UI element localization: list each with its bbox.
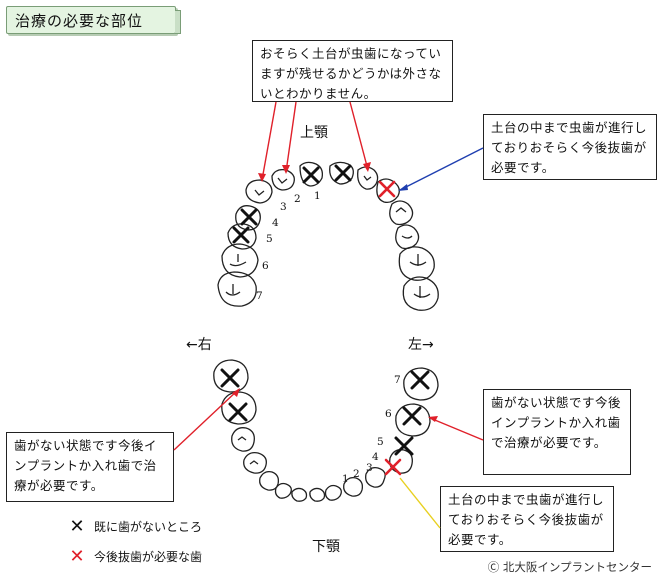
lower-tooth-l4 (365, 466, 386, 488)
upper-tooth-r7 (217, 271, 257, 307)
missing-mark-lower-r6 (228, 402, 248, 422)
extract-marks (378, 180, 402, 476)
upper-tooth-number-2: 2 (294, 193, 301, 205)
upper-tooth-number-5: 5 (266, 233, 273, 245)
left-side-label: 左→ (408, 337, 434, 353)
leader-upper-extract (399, 147, 484, 191)
leader-lower-left-missing (429, 417, 484, 441)
leader-lower-extract (399, 477, 441, 529)
upper-tooth-l5 (395, 224, 420, 250)
leader-arrowheads (232, 162, 438, 422)
note-post-caries-text: おそらく土台が虫歯になっていますが残せるかどうかは外さないとわかりません。 (260, 46, 442, 101)
arrowhead-r3 (258, 173, 266, 182)
upper-tooth-number-3: 3 (280, 201, 287, 213)
note-post-caries: おそらく土台が虫歯になっていますが残せるかどうかは外さないとわかりません。 (252, 40, 453, 102)
lower-tooth-r6 (221, 391, 257, 425)
missing-mark-upper-r5 (232, 226, 250, 244)
legend-extract: ✕ 今後抜歯が必要な歯 (68, 546, 202, 567)
missing-mark-lower-r7 (220, 368, 240, 388)
upper-teeth (217, 161, 439, 311)
note-lower-left-missing-text: 歯がない状態です今後インプラントか入れ歯で治療が必要です。 (491, 395, 622, 450)
arrowhead-upper-extract (398, 184, 408, 191)
missing-mark-lower-l6 (402, 406, 422, 426)
legend-missing-text: 既に歯がないところ (94, 520, 203, 534)
missing-mark-lower-l5 (394, 436, 414, 456)
leader-top-to-r3 (261, 101, 277, 181)
upper-tooth-l1 (329, 161, 354, 185)
lower-tooth-r1 (291, 487, 308, 502)
arrowhead-r2 (282, 165, 290, 174)
lower-tooth-l3 (343, 476, 364, 497)
lower-tooth-number-6: 6 (385, 408, 392, 420)
lower-jaw-label: 下顎 (312, 539, 340, 555)
lower-tooth-r3 (259, 470, 280, 491)
upper-tooth-number-1: 1 (314, 190, 321, 202)
upper-tooth-number-6: 6 (262, 260, 269, 272)
lower-tooth-l5 (389, 449, 413, 474)
upper-tooth-number-7: 7 (256, 290, 263, 302)
note-lower-right-missing: 歯がない状態です今後インプラントか入れ歯で治療が必要です。 (6, 432, 174, 502)
lower-tooth-number-4: 4 (372, 451, 379, 463)
missing-marks (220, 164, 430, 456)
arrowhead-lower-left-missing (428, 416, 438, 422)
lower-tooth-l7 (403, 367, 439, 401)
upper-tooth-l3 (376, 178, 400, 204)
legend-missing-icon: ✕ (69, 516, 85, 537)
upper-tooth-r1 (299, 161, 324, 187)
lower-tooth-r7 (213, 359, 249, 393)
upper-tooth-r2 (271, 168, 295, 191)
lower-tooth-l6 (395, 403, 431, 437)
leader-top-to-l2 (349, 101, 369, 171)
note-lower-left-extraction: 土台の中まで虫歯が進行しておりおそらく今後抜歯が必要です。 (440, 486, 614, 552)
lower-tooth-number-7: 7 (394, 374, 401, 386)
right-side-label: ←右 (186, 337, 212, 353)
legend-missing: ✕ 既に歯がないところ (68, 516, 202, 537)
missing-mark-upper-r1 (302, 166, 320, 184)
lower-tooth-l1 (309, 487, 326, 502)
extract-mark-lower-l4 (384, 458, 402, 476)
lower-tooth-number-5: 5 (377, 436, 384, 448)
page-title-text: 治療の必要な部位 (15, 11, 144, 30)
note-upper-left-extraction: 土台の中まで虫歯が進行しておりおそらく今後抜歯が必要です。 (483, 114, 657, 180)
upper-jaw-label: 上顎 (300, 125, 328, 141)
lower-tooth-number-2: 2 (353, 468, 360, 480)
lower-tooth-r2 (274, 482, 292, 499)
leader-lines (173, 101, 484, 529)
missing-mark-upper-l1 (334, 164, 352, 182)
leader-lower-right-missing (173, 389, 239, 451)
lower-tooth-number-1: 1 (342, 473, 349, 485)
legend-extract-icon: ✕ (69, 546, 85, 567)
upper-tooth-r3 (245, 179, 273, 204)
footer-copyright: Ⓒ 北大阪インプラントセンター (487, 560, 652, 574)
upper-tooth-l4 (389, 200, 414, 226)
upper-tooth-l2 (357, 166, 379, 190)
extract-mark-upper-l3 (378, 180, 396, 198)
lower-tooth-number-3: 3 (366, 462, 373, 474)
note-lower-left-missing: 歯がない状態です今後インプラントか入れ歯で治療が必要です。 (483, 389, 631, 475)
note-lower-left-extraction-text: 土台の中まで虫歯が進行しておりおそらく今後抜歯が必要です。 (448, 492, 605, 547)
arrowhead-l2 (363, 162, 371, 172)
upper-tooth-r4 (235, 205, 261, 231)
lower-tooth-r4 (243, 452, 267, 474)
page-title: 治療の必要な部位 (6, 6, 181, 34)
note-upper-left-extraction-text: 土台の中まで虫歯が進行しておりおそらく今後抜歯が必要です。 (491, 120, 648, 175)
upper-tooth-l6 (398, 246, 435, 281)
note-lower-right-missing-text: 歯がない状態です今後インプラントか入れ歯で治療が必要です。 (14, 438, 158, 493)
legend-extract-text: 今後抜歯が必要な歯 (94, 550, 203, 564)
lower-tooth-r5 (231, 427, 255, 452)
upper-tooth-l7 (402, 276, 439, 311)
lower-teeth (213, 359, 439, 502)
missing-mark-upper-r4 (240, 208, 258, 226)
arrowhead-lower-right-missing (232, 388, 240, 397)
leader-top-to-r2 (285, 101, 297, 173)
missing-mark-lower-l7 (410, 370, 430, 390)
upper-tooth-number-4: 4 (272, 217, 279, 229)
lower-tooth-l2 (324, 484, 342, 501)
